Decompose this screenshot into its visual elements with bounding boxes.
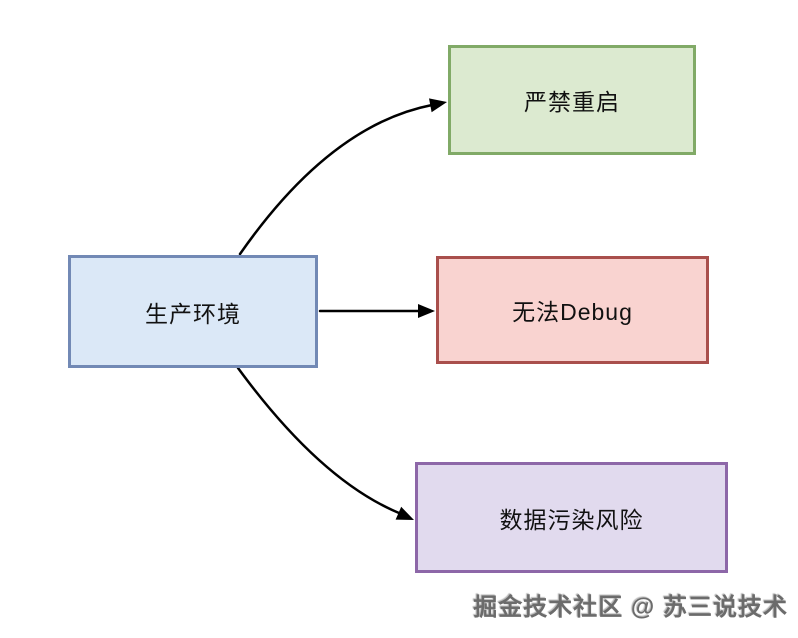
node-data-pollution-risk-label: 数据污染风险 bbox=[499, 506, 644, 533]
node-production-env-label: 生产环境 bbox=[145, 300, 241, 327]
arrowhead-pollution bbox=[395, 506, 414, 520]
node-no-restart: 严禁重启 bbox=[448, 45, 696, 155]
node-no-restart-label: 严禁重启 bbox=[524, 89, 620, 115]
watermark: 掘金技术社区 @ 苏三说技术 bbox=[473, 594, 788, 621]
arrowhead-restart bbox=[429, 98, 447, 113]
arrowhead-debug bbox=[418, 304, 435, 318]
edge-production-to-pollution bbox=[236, 366, 401, 515]
node-data-pollution-risk: 数据污染风险 bbox=[415, 462, 728, 573]
node-no-debug-label: 无法Debug bbox=[512, 299, 633, 325]
node-production-env: 生产环境 bbox=[68, 255, 318, 368]
edge-production-to-restart bbox=[238, 103, 434, 256]
node-no-debug: 无法Debug bbox=[436, 256, 709, 364]
